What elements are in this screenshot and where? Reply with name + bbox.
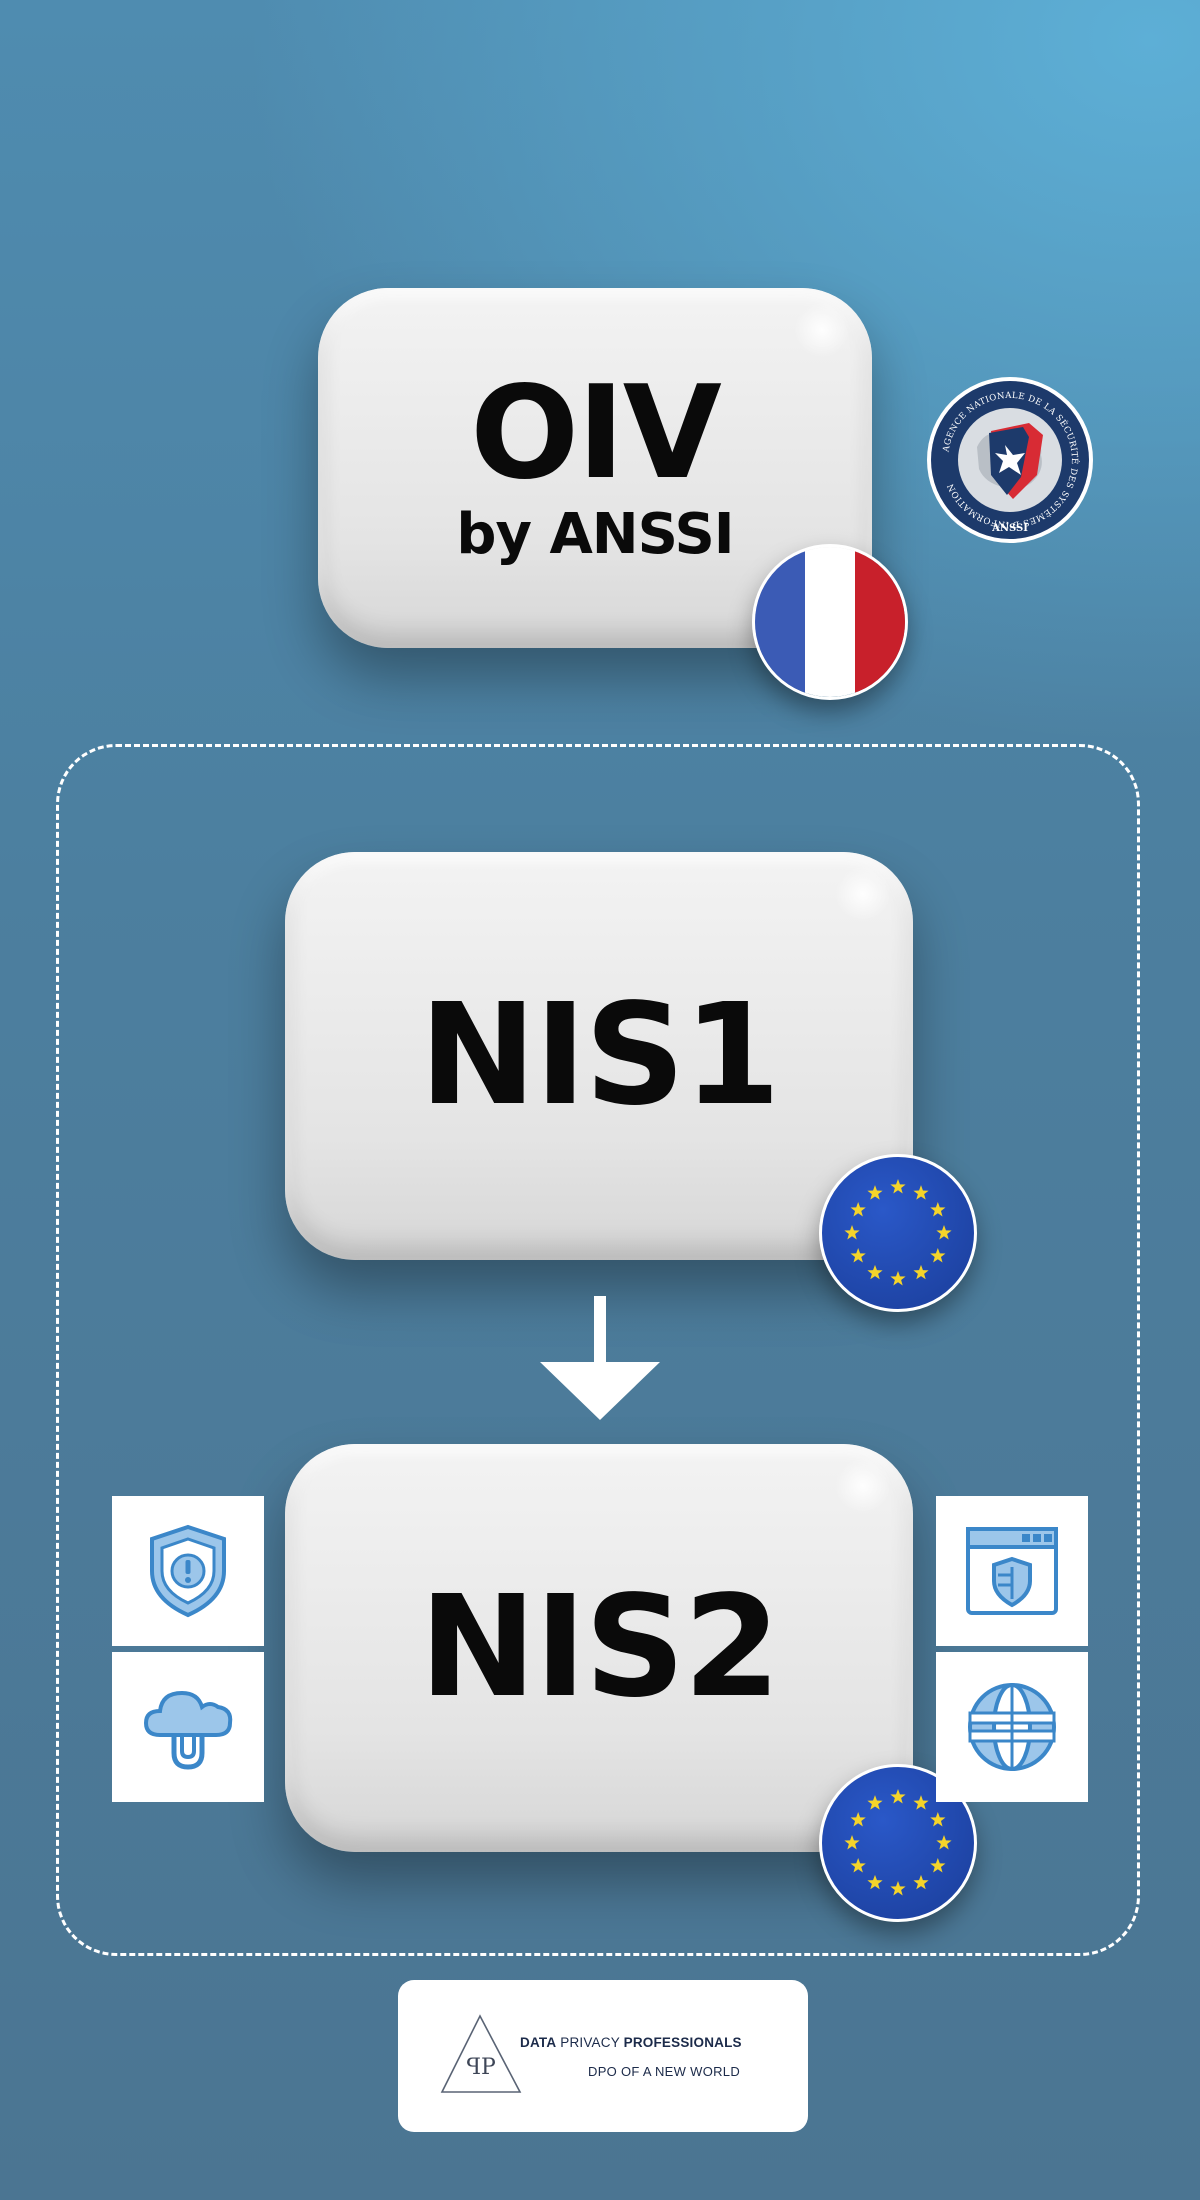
card-nis2: NIS2 — [285, 1444, 913, 1852]
eu-star-icon — [844, 1835, 860, 1850]
eu-star-icon — [890, 1789, 906, 1804]
brand-part-privacy: PRIVACY — [560, 2035, 620, 2050]
nis2-title: NIS2 — [419, 1566, 780, 1729]
logo-letters: ꟼP — [466, 2055, 496, 2080]
arrow-down-icon — [540, 1296, 660, 1420]
tile-shield-alert — [112, 1496, 264, 1646]
browser-shield-icon — [966, 1527, 1058, 1615]
eu-star-icon — [867, 1185, 883, 1200]
eu-star-icon — [930, 1248, 946, 1263]
anssi-seal-icon: AGENCE NATIONALE DE LA SÉCURITÉ DES SYST… — [927, 377, 1093, 543]
eu-star-icon — [930, 1858, 946, 1873]
eu-star-icon — [913, 1264, 929, 1280]
eu-star-icon — [844, 1225, 860, 1240]
card-oiv: OIV by ANSSI — [318, 288, 872, 648]
brand-box: ꟼP DATA PRIVACY PROFESSIONALS DPO OF A N… — [398, 1980, 808, 2132]
brand-part-data: DATA — [520, 2035, 557, 2050]
eu-flag-icon — [819, 1154, 977, 1312]
brand-name: DATA PRIVACY PROFESSIONALS — [520, 2035, 742, 2050]
eu-star-icon — [867, 1795, 883, 1810]
eu-star-icon — [936, 1835, 952, 1850]
brand-part-professionals: PROFESSIONALS — [623, 2035, 742, 2050]
nis1-title: NIS1 — [419, 974, 780, 1137]
eu-star-icon — [850, 1858, 866, 1873]
oiv-subtitle: by ANSSI — [456, 501, 734, 567]
oiv-title: OIV — [470, 358, 721, 508]
tile-browser-shield — [936, 1496, 1088, 1646]
eu-star-icon — [850, 1202, 866, 1217]
brand-tagline: DPO OF A NEW WORLD — [588, 2064, 741, 2079]
globe-icon — [968, 1683, 1056, 1771]
eu-star-icon — [913, 1185, 929, 1200]
dashed-frame — [56, 744, 1140, 1956]
tile-globe — [936, 1652, 1088, 1802]
eu-star-icon — [930, 1812, 946, 1827]
eu-star-icon — [850, 1812, 866, 1827]
france-flag-icon — [752, 544, 908, 700]
eu-star-icon — [913, 1795, 929, 1810]
cloud-plug-icon — [143, 1690, 233, 1770]
eu-star-icon — [936, 1225, 952, 1240]
shield-alert-icon — [150, 1524, 226, 1618]
dpp-logo-icon: ꟼP — [440, 2014, 522, 2093]
tile-cloud-plug — [112, 1652, 264, 1802]
eu-star-icon — [930, 1202, 946, 1217]
eu-star-icon — [890, 1881, 906, 1896]
card-nis1: NIS1 — [285, 852, 913, 1260]
eu-star-icon — [867, 1874, 883, 1890]
eu-star-icon — [913, 1874, 929, 1890]
eu-star-icon — [890, 1179, 906, 1194]
seal-bottom-text: ANSSI — [991, 523, 1028, 534]
eu-star-icon — [890, 1271, 906, 1286]
eu-star-icon — [850, 1248, 866, 1263]
eu-star-icon — [867, 1264, 883, 1280]
